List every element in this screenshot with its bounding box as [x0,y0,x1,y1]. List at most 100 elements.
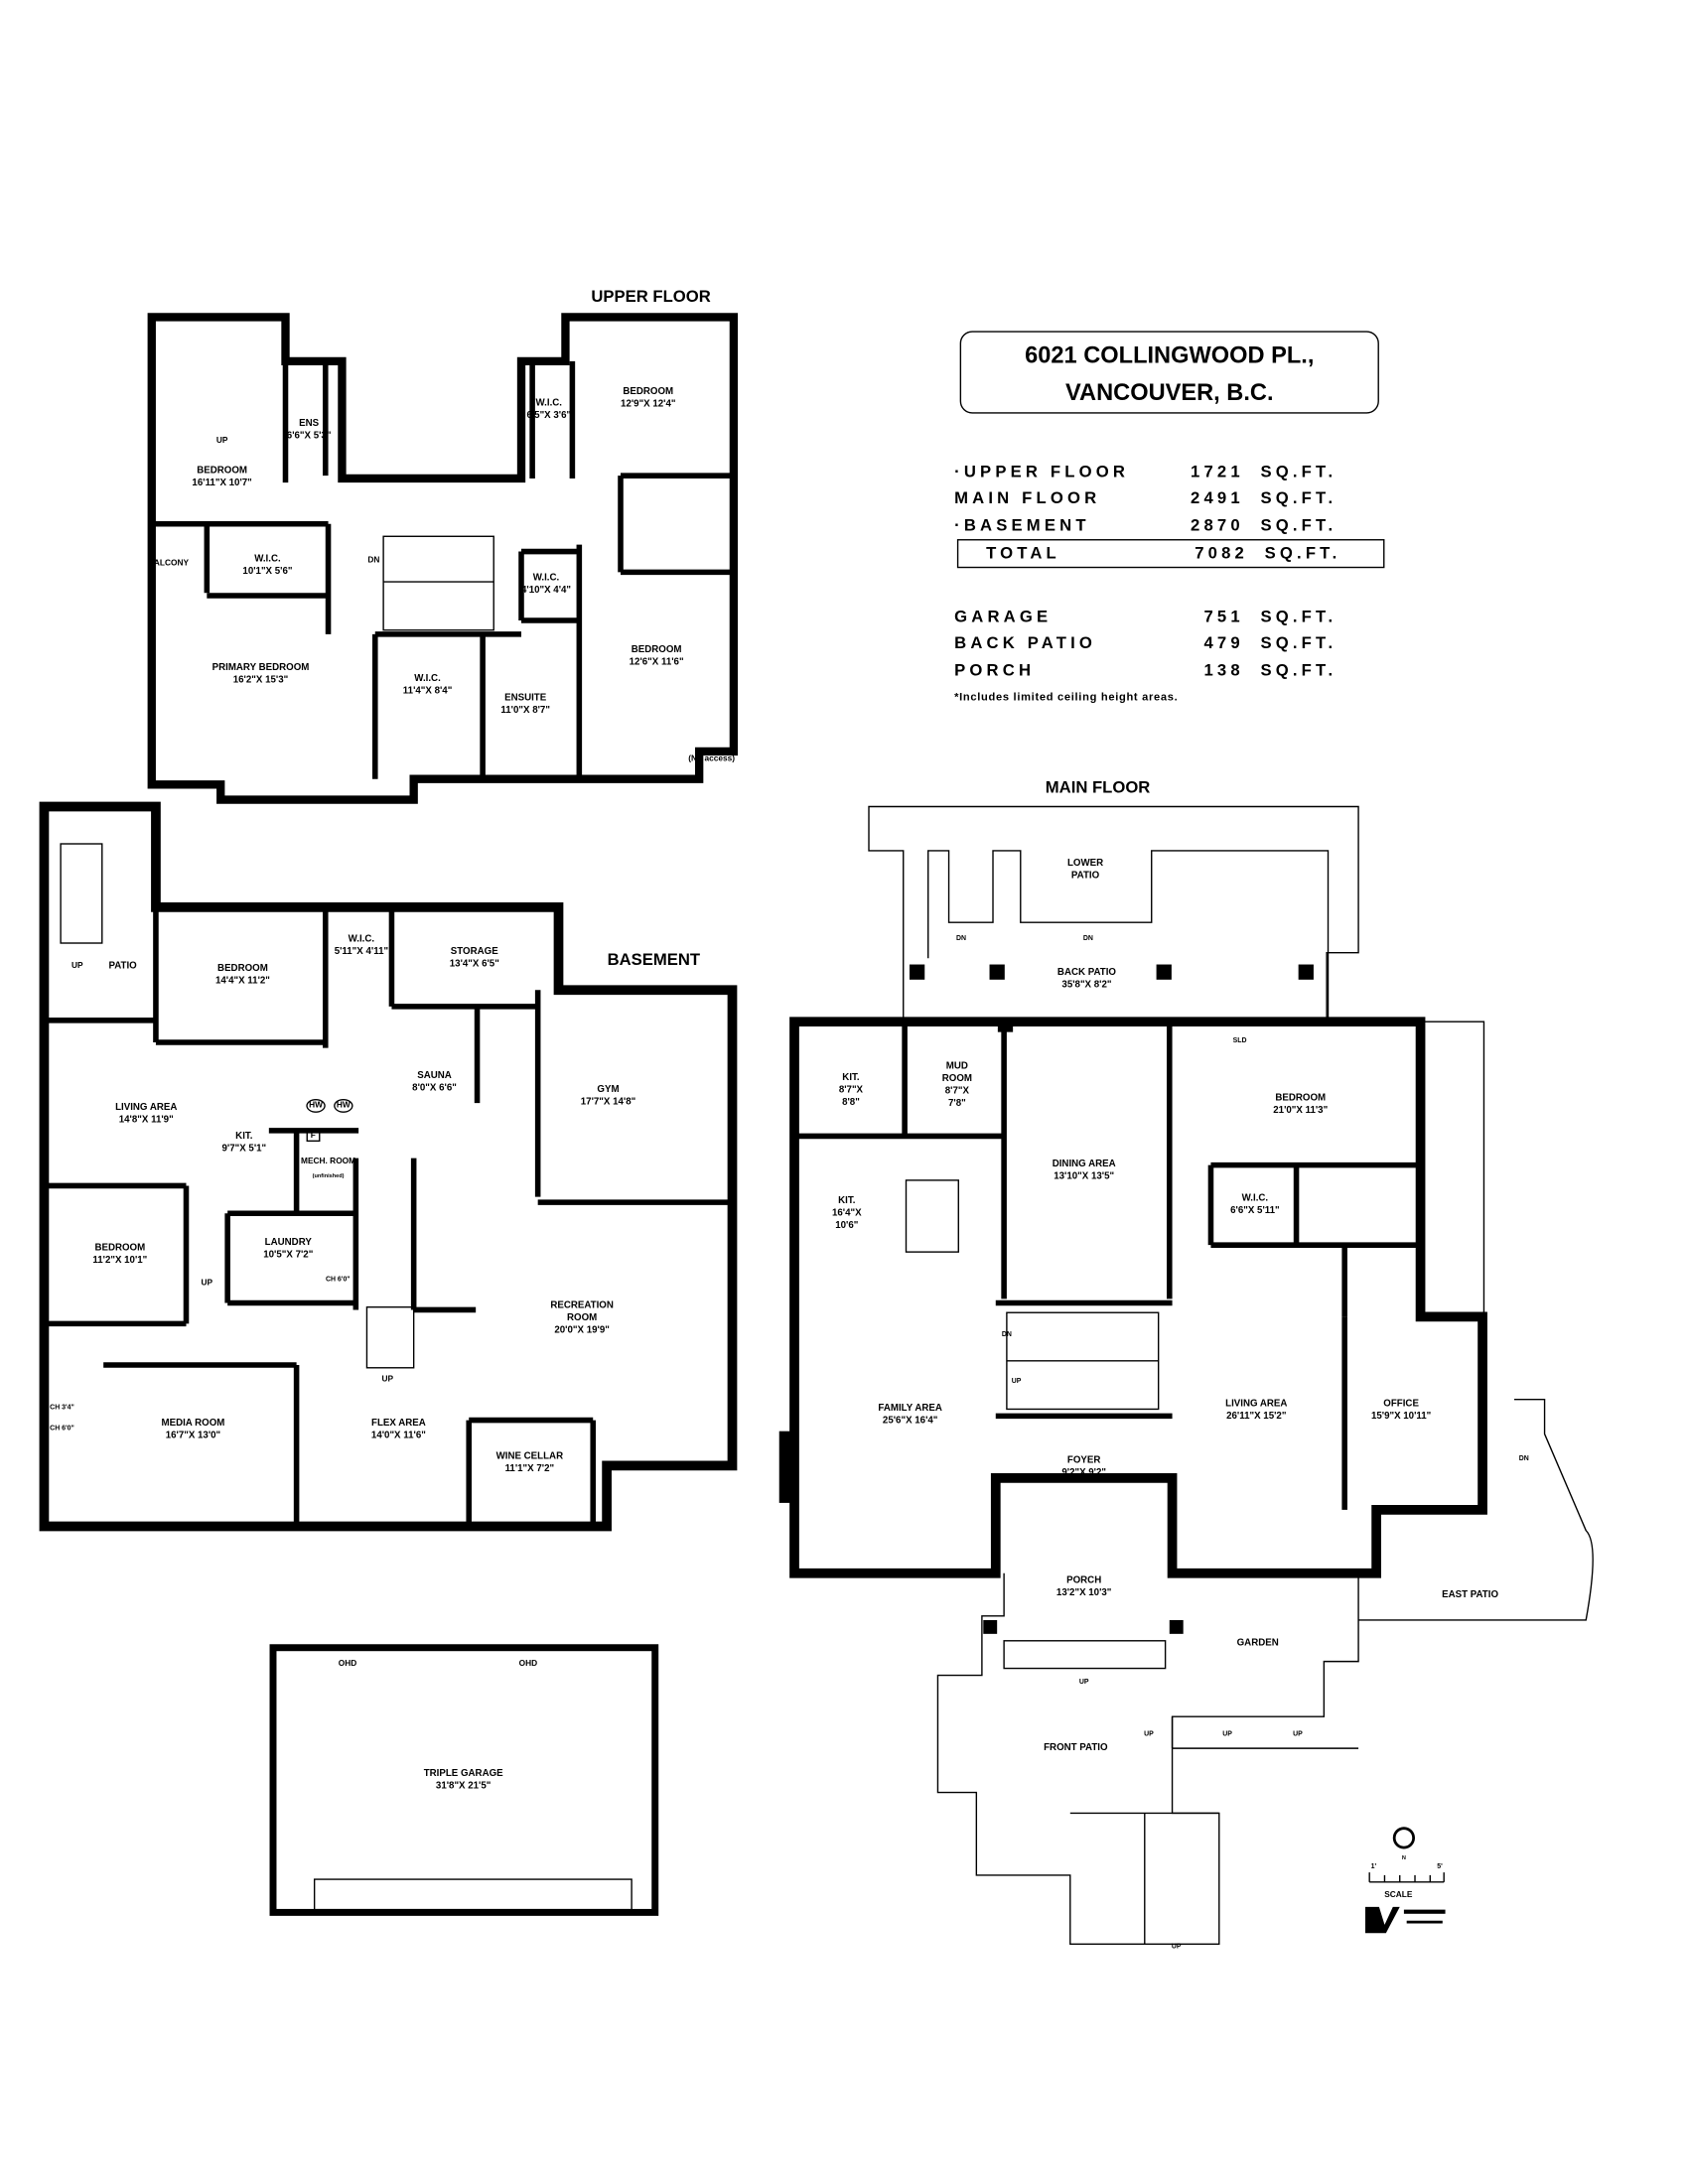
area-value: 138 [1203,659,1244,680]
company-logo [1365,1906,1446,1934]
room-name: FOYER [1066,1455,1101,1466]
room-name: DINING AREA [1052,1160,1116,1169]
scale-bar [1368,1872,1445,1883]
room-name: BEDROOM [217,963,268,974]
room-name: WINE CELLAR [495,1451,564,1462]
main-patio-outline [868,805,1359,1023]
main-floor-heading: MAIN FLOOR [1045,777,1151,797]
room-label: KIT.8'7"X 8'8" [834,1072,867,1110]
no-access-label: (No access) [688,755,736,764]
room-name: RECREATION ROOM [550,1300,614,1323]
room-dimensions: 11'1"X 7'2" [504,1464,555,1474]
stair-up-label: UP [215,437,228,446]
room-dimensions: 16'11"X 10'7" [192,478,252,488]
furnace-icon: F [306,1130,320,1143]
room-dimensions: 14'0"X 11'6" [370,1431,426,1441]
stair-down-label: DN [1518,1454,1529,1463]
area-value: 2870 [1191,515,1244,535]
room-name: SAUNA [417,1071,452,1081]
upper-stairs [382,535,494,631]
room-dimensions: 11'4"X 8'4" [402,686,453,697]
scale-max-label: 5' [1437,1862,1443,1871]
basement-stairs [60,843,415,1369]
room-dimensions: 11'0"X 8'7" [500,706,550,716]
room-dimensions: 14'4"X 11'2" [214,976,270,987]
room-label: W.I.C.10'1"X 5'6" [242,553,292,578]
area-value: 751 [1203,606,1244,626]
upper-floor-walls [147,313,739,804]
stair-down-label: DN [1082,934,1093,944]
room-name: LIVING AREA [1225,1399,1288,1410]
room-name: TRIPLE GARAGE [423,1768,503,1779]
stair-down-label: DN [367,557,380,566]
room-name: KIT. [235,1132,253,1143]
main-floor-walls [789,1017,1487,1578]
room-name: STORAGE [450,947,498,957]
room-name: W.I.C. [535,398,563,409]
room-name: W.I.C. [348,934,375,945]
scale-label: SCALE [1384,1891,1413,1900]
stair-up-label: UP [1078,1678,1089,1687]
room-name: MECH. ROOM [301,1158,356,1167]
room-name: BEDROOM [623,387,674,398]
room-name: FLEX AREA [371,1419,426,1429]
room-label: W.I.C.11'4"X 8'4" [403,673,453,698]
address-line-2: VANCOUVER, B.C. [1065,378,1274,406]
area-value: 479 [1203,632,1244,653]
area-label: ·BASEMENT [954,515,1090,535]
room-dimensions: 11'2"X 10'1" [92,1256,148,1267]
footnote: *Includes limited ceiling height areas. [954,690,1179,703]
water-heater-icon: HW [306,1098,326,1113]
room-dimensions: 12'6"X 11'6" [629,657,684,668]
upper-floor-interior-walls [151,360,734,779]
fireplace [778,1431,796,1503]
room-name: BEDROOM [197,466,247,477]
room-label: W.I.C.5'11"X 4'11" [335,933,388,958]
room-dimensions: 12'9"X 12'4" [621,399,676,410]
room-name: W.I.C. [1241,1193,1269,1204]
room-dimensions: 17'7"X 14'8" [580,1097,636,1108]
room-dimensions: 14'8"X 11'9" [118,1115,174,1126]
room-name: MEDIA ROOM [161,1419,225,1429]
water-heater-icon: HW [334,1098,353,1113]
room-name: MUD ROOM [941,1061,973,1084]
room-label: WINE CELLAR 11'1"X 7'2" [496,1450,564,1475]
room-name: ENS [299,419,320,429]
room-name: W.I.C. [254,554,281,565]
east-patio-label: EAST PATIO [1442,1590,1499,1600]
scale-min-label: 1' [1370,1862,1377,1871]
room-dimensions: 8'0"X 6'6" [412,1083,457,1094]
room-dimensions: 16'4"X 10'6" [831,1208,862,1231]
room-name: PORCH [1066,1575,1102,1586]
room-label: KIT.16'4"X 10'6" [829,1194,865,1232]
room-name: BEDROOM [1275,1093,1327,1104]
area-unit: SQ.FT. [1260,632,1337,653]
north-label: N [1401,1853,1406,1861]
overhead-door-label: OHD [518,1660,538,1669]
patio-label: PATIO [108,961,137,972]
basement-interior-walls [44,906,733,1527]
area-label: PORCH [954,659,1036,680]
room-name: W.I.C. [532,573,560,584]
ceiling-height-label: CH 6'0" [325,1275,351,1285]
room-name: LAUNDRY [264,1238,312,1248]
area-unit: SQ.FT. [1260,515,1337,535]
stair-down-label: DN [956,934,967,944]
room-label: W.I.C.6'5"X 3'6" [526,397,571,422]
room-label: BEDROOM 14'4"X 11'2" [215,962,270,987]
stair-up-label: UP [1144,1730,1154,1739]
